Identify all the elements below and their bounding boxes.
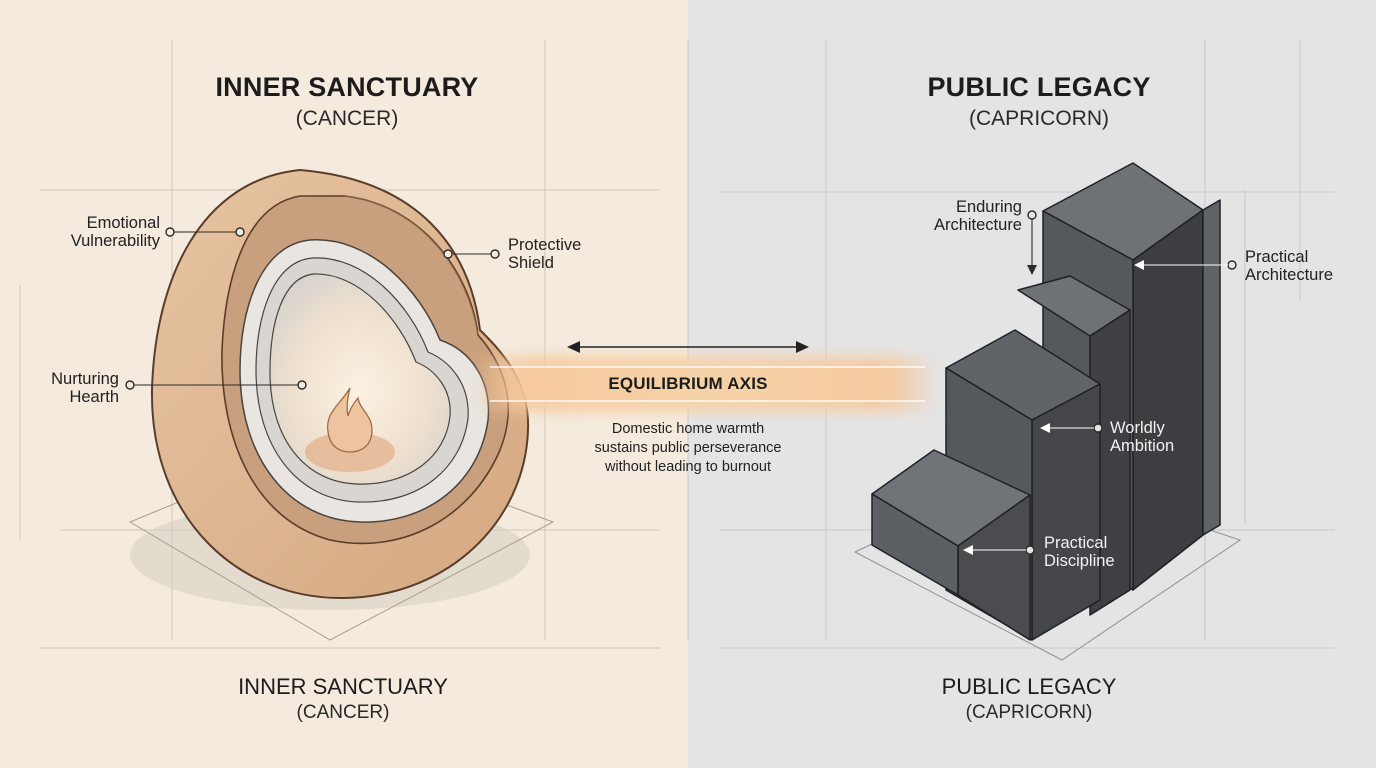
leader-arrowheads-white xyxy=(963,260,1144,555)
equilibrium-double-arrow xyxy=(567,341,809,353)
equilibrium-description: Domestic home warmth sustains public per… xyxy=(594,421,782,475)
leader-arrowheads xyxy=(1027,265,1037,275)
legacy-staircase xyxy=(871,162,1221,641)
label-nurturing-hearth: Nurturing Hearth xyxy=(51,370,119,406)
leader-lines-on-blocks xyxy=(970,264,1228,551)
left-title: INNER SANCTUARY xyxy=(215,72,479,102)
label-enduring-architecture: Enduring Architecture xyxy=(933,198,1022,234)
left-footer-subtitle: (CANCER) xyxy=(296,702,390,723)
left-footer-title-text: INNER SANCTUARY xyxy=(238,674,448,699)
equilibrium-band xyxy=(480,367,930,401)
equilibrium-axis-label: EQUILIBRIUM AXIS xyxy=(608,374,768,393)
hearth-flame-icon xyxy=(305,387,395,472)
right-footer-subtitle: (CAPRICORN) xyxy=(965,702,1093,723)
right-subtitle: (CAPRICORN) xyxy=(969,107,1109,130)
leader-dots xyxy=(125,227,500,390)
label-emotional-vulnerability: Emotional Vulnerability xyxy=(70,214,160,250)
label-protective-shield: Protective Shield xyxy=(508,236,582,272)
label-practical-discipline: Practical Discipline xyxy=(1044,534,1115,570)
leader-dots-right xyxy=(1025,210,1237,555)
right-title: PUBLIC LEGACY xyxy=(927,72,1151,102)
right-footer-title: PUBLIC LEGACY xyxy=(941,674,1117,699)
label-practical-architecture: Practical Architecture xyxy=(1245,248,1334,284)
nurturing-core xyxy=(239,239,490,523)
label-worldly-ambition: Worldly Ambition xyxy=(1110,419,1175,455)
left-subtitle: (CANCER) xyxy=(295,107,399,130)
